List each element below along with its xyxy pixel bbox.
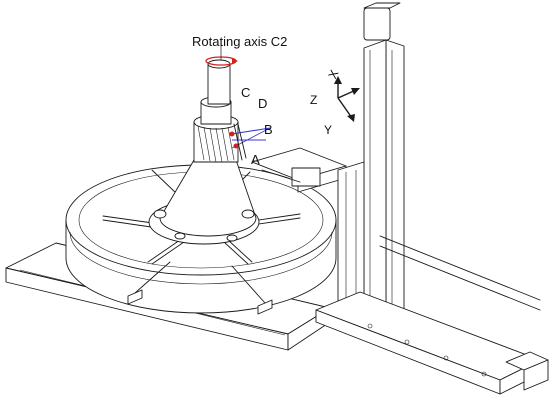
point-label-b: B [264,122,273,137]
point-label-c: C [241,85,250,100]
rotating-axis-label: Rotating axis C2 [192,34,287,49]
point-label-a: A [251,152,260,167]
contact-point-d [229,131,235,137]
rotation-arrow [205,42,238,66]
floor-rail [315,235,549,395]
axis-label-z: Z [310,93,317,107]
axis-label-y: Y [324,123,332,137]
probe-arm [251,147,347,193]
point-label-d: D [258,96,267,111]
coordinate-axes [334,76,360,122]
column-rail [337,2,405,323]
contact-point-a [233,143,239,149]
probe-contact-region [229,123,271,161]
gear-workpiece [193,59,239,163]
cone-fixture [148,159,260,245]
